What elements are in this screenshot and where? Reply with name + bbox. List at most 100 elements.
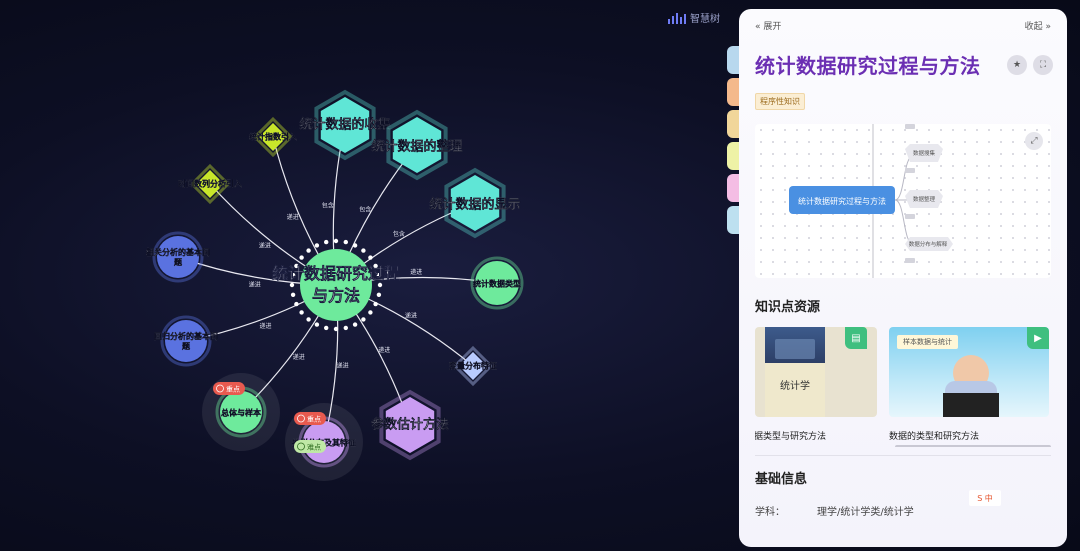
node-diamond-glow xyxy=(452,345,494,387)
node-distribution[interactable] xyxy=(459,352,487,380)
resource-card[interactable]: 统计学 ▤ 数据类型与研究方法 xyxy=(755,327,877,442)
node-hex-glow xyxy=(379,389,441,461)
center-ring-dot xyxy=(377,282,383,288)
divider xyxy=(755,455,1051,456)
center-ring-dot xyxy=(361,317,366,322)
node-diamond-glow xyxy=(252,116,294,158)
node-label: 相关分析的基本问 xyxy=(146,247,210,257)
detail-panel: « 展开 收起 » 统计数据研究过程与方法 ★ ⛶ 程序性知识 统计数据研究过程… xyxy=(739,9,1067,547)
center-ring-dot xyxy=(376,292,382,297)
center-node-label: 统计数据研究过程 xyxy=(272,264,400,283)
resource-caption: 数据类型与研究方法 xyxy=(755,432,827,442)
node-label: 统计数据类型 xyxy=(473,279,521,289)
graph-edge-label: 递进 xyxy=(378,346,390,354)
resource-caption: 数据的类型和研究方法 xyxy=(889,432,980,442)
preview-branch-label: 数据分布与解释 xyxy=(909,240,948,248)
side-tab-1[interactable] xyxy=(727,46,739,74)
node-label: 参数估计方法 xyxy=(371,416,449,432)
graph-edge-label: 递进 xyxy=(259,242,271,250)
panel-title: 统计数据研究过程与方法 xyxy=(755,54,981,78)
graph-edge-label: 包含 xyxy=(322,201,334,209)
center-ring-dot xyxy=(299,310,304,315)
preview-center-label: 统计数据研究过程与方法 xyxy=(798,196,886,206)
node-circle-glow xyxy=(470,256,524,310)
graph-edge-label: 递进 xyxy=(337,362,349,370)
knowledge-graph[interactable]: 包含包含包含递进递进递进递进递进递进递进递进递进统计数据研究过程与方法统计数据的… xyxy=(0,0,730,551)
node-circle-glow xyxy=(160,315,212,367)
collapse-button[interactable]: 收起 » xyxy=(1024,22,1051,32)
badge-icon xyxy=(297,414,305,423)
knowledge-type-badge: 程序性知识 xyxy=(755,93,805,110)
node-timeseries[interactable] xyxy=(196,170,224,198)
expand-button[interactable]: « 展开 xyxy=(755,22,782,32)
center-ring-dot xyxy=(324,239,329,245)
center-ring-dot xyxy=(368,255,373,260)
node-display[interactable] xyxy=(450,175,500,231)
center-ring-dot xyxy=(324,325,329,331)
center-ring-dot xyxy=(373,263,378,269)
center-ring-dot xyxy=(373,301,378,307)
graph-edge-label: 递进 xyxy=(249,281,261,289)
node-estimation[interactable] xyxy=(385,397,435,453)
badge-label: 重点 xyxy=(307,416,321,424)
mindmap-preview[interactable]: 统计数据研究过程与方法 数据搜集 数据整理 数据分布与解释 ⤢ xyxy=(755,124,1051,278)
graph-edge-label: 递进 xyxy=(259,322,271,330)
brand-name: 智慧树 xyxy=(690,14,720,25)
preview-branch-node xyxy=(905,237,953,251)
side-tab-3[interactable] xyxy=(727,110,739,138)
center-ring-dot xyxy=(352,322,358,327)
graph-edge-label: 递进 xyxy=(405,312,417,320)
node-label: 时间数列分析引入 xyxy=(178,179,242,189)
badge-icon xyxy=(216,384,224,393)
graph-edge-label: 包含 xyxy=(393,230,405,238)
node-label: 统计指数引入 xyxy=(249,132,297,142)
node-population[interactable] xyxy=(220,391,262,433)
fullscreen-icon[interactable]: ⛶ xyxy=(1033,54,1053,75)
side-tab-5[interactable] xyxy=(727,174,739,202)
center-node[interactable] xyxy=(300,249,372,321)
side-tabs xyxy=(727,46,739,238)
resource-card[interactable]: 样本数据与统计 ▶ 数据的类型和研究方法 xyxy=(889,327,1049,442)
side-tab-6[interactable] xyxy=(727,206,739,234)
expand-preview-icon[interactable]: ⤢ xyxy=(1025,132,1043,150)
resource-carousel[interactable]: 统计学 ▤ 数据类型与研究方法 样本数据与统计 ▶ 数据的类型和研究方法 xyxy=(755,327,1067,447)
side-tab-2[interactable] xyxy=(727,78,739,106)
graph-edge-label: 递进 xyxy=(287,213,299,221)
node-datatype[interactable] xyxy=(475,261,519,305)
center-ring-dot xyxy=(306,317,311,322)
center-ring-dot xyxy=(299,255,304,260)
node-label: 统计数据的显示 xyxy=(429,196,520,212)
node-label: 统计数据的收集 xyxy=(299,116,391,132)
badge-icon xyxy=(297,442,305,451)
video-thumbnail: 样本数据与统计 ▶ xyxy=(889,327,1049,417)
book-cover-title: 统计学 xyxy=(780,381,810,392)
node-correlation[interactable] xyxy=(157,236,199,278)
badge-label: 难点 xyxy=(307,443,321,452)
center-ring-dot xyxy=(290,292,296,297)
node-index[interactable] xyxy=(259,123,287,151)
center-ring-dot xyxy=(333,326,339,332)
center-ring-dot xyxy=(368,310,373,315)
node-regression[interactable] xyxy=(165,320,207,362)
node-circle-glow xyxy=(152,231,204,283)
graph-edge-label: 递进 xyxy=(410,268,422,276)
center-node-label: 与方法 xyxy=(312,286,360,305)
preview-branch-label: 数据整理 xyxy=(913,195,936,203)
node-hex-glow xyxy=(444,167,506,239)
star-icon[interactable]: ★ xyxy=(1007,54,1027,75)
node-label: 回归分析的基本问 xyxy=(154,331,218,341)
preview-center-node xyxy=(789,186,895,214)
node-collect[interactable] xyxy=(320,97,370,153)
subject-value: 理学/统计学类/统计学 xyxy=(817,507,914,518)
carousel-scrollbar[interactable] xyxy=(895,445,1051,447)
node-label: 变量分布特征 xyxy=(449,361,497,371)
node-organize[interactable] xyxy=(392,117,442,173)
center-ring-dot xyxy=(343,325,348,331)
side-tab-4[interactable] xyxy=(727,142,739,170)
center-ring-dot xyxy=(376,273,382,278)
center-ring-dot xyxy=(314,322,320,327)
mindmap-preview-svg: 统计数据研究过程与方法 数据搜集 数据整理 数据分布与解释 xyxy=(789,124,953,278)
input-method-icon: S 中 xyxy=(969,490,1001,506)
subject-key: 学科： xyxy=(755,507,785,518)
node-label: 题 xyxy=(173,257,183,267)
